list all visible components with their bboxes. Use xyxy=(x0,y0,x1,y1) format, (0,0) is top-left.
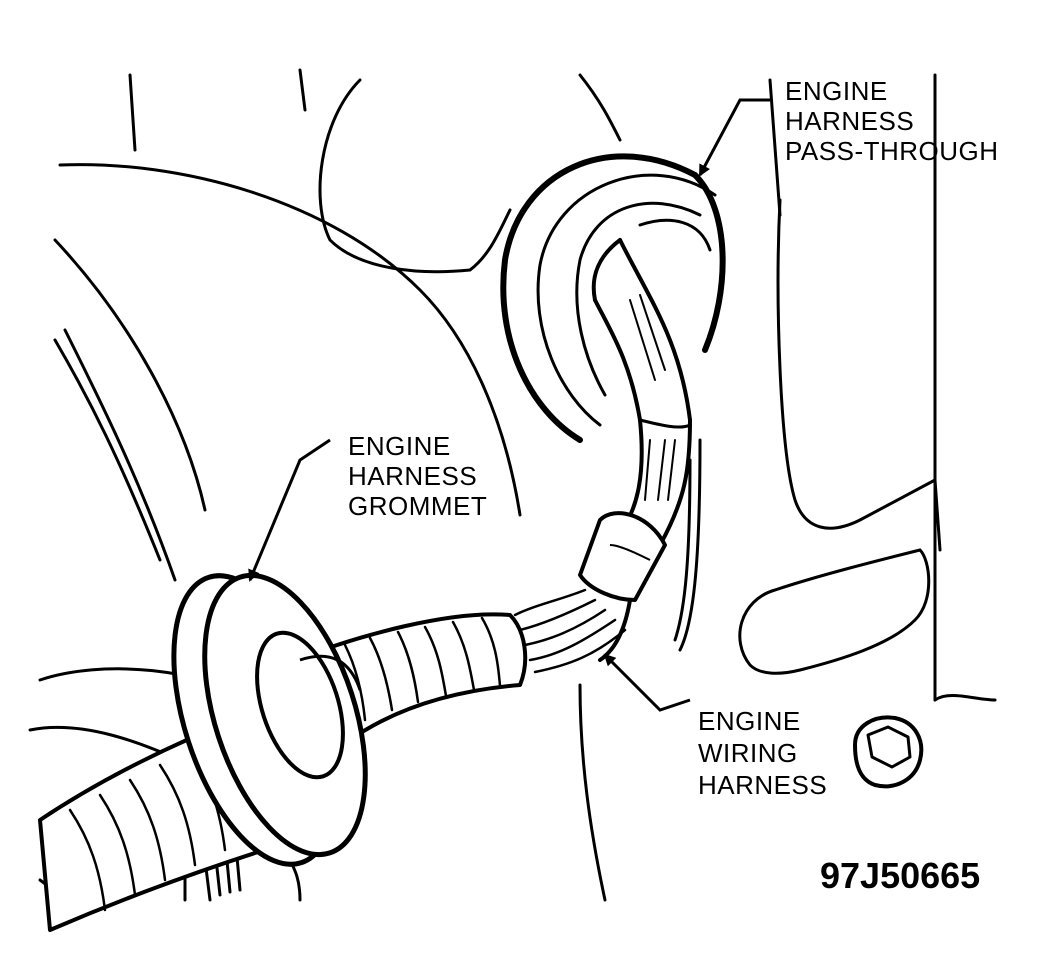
pass-through-line1: ENGINE xyxy=(785,76,888,106)
grommet-line3: GROMMET xyxy=(348,491,487,521)
callout-pass-through: ENGINE HARNESS PASS-THROUGH xyxy=(785,76,999,166)
harness-grommet xyxy=(171,572,368,867)
pass-through-line2: HARNESS xyxy=(785,106,914,136)
leader-pass-through xyxy=(698,98,770,177)
callout-leaders xyxy=(248,98,770,712)
pass-through-ring xyxy=(500,153,726,443)
leader-grommet xyxy=(248,438,331,582)
harness-breakout-wires xyxy=(513,588,632,674)
bolt-icon xyxy=(853,715,924,789)
figure-id: 97J50665 xyxy=(820,855,980,896)
leader-wiring-harness xyxy=(603,653,691,712)
wiring-harness-line3: HARNESS xyxy=(698,770,827,800)
callout-wiring-harness: ENGINE WIRING HARNESS xyxy=(698,706,827,800)
grommet-line1: ENGINE xyxy=(348,431,451,461)
harness-tape-band xyxy=(578,511,667,602)
callout-grommet: ENGINE HARNESS GROMMET xyxy=(348,431,487,521)
wiring-harness-line2: WIRING xyxy=(698,738,798,768)
pass-through-line3: PASS-THROUGH xyxy=(785,136,999,166)
body-panel-lines xyxy=(28,68,997,902)
grommet-line2: HARNESS xyxy=(348,461,477,491)
harness-upper xyxy=(591,238,692,547)
wiring-harness-line1: ENGINE xyxy=(698,706,801,736)
